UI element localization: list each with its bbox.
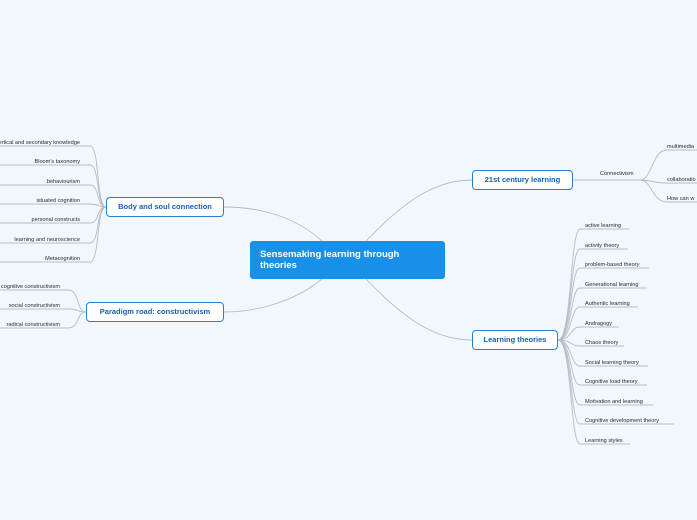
subtopic-label: Connectivism (600, 171, 634, 177)
subtopic-learning-theory-2[interactable]: problem-based theory (585, 261, 639, 269)
subtopic-constructivism-1[interactable]: social constructivism (9, 302, 60, 310)
subtopic-connectivism[interactable]: Connectivism (600, 170, 634, 178)
link-learning-theory-5 (557, 326, 581, 341)
link-paradigm-2 (67, 311, 87, 329)
subtopic-label: Metacognition (45, 256, 80, 262)
topic-paradigm-road[interactable]: Paradigm road: constructivism (86, 302, 224, 322)
subtopic-label: situated cognition (36, 198, 80, 204)
subtopic-label: Motivation and learning (585, 399, 643, 405)
link-learning-theory-1 (557, 248, 581, 341)
subtopic-learning-theory-7[interactable]: Social learning theory (585, 359, 639, 367)
subtopic-connectivism-2[interactable]: How can w (667, 195, 694, 203)
subtopic-learning-theory-0[interactable]: active learning (585, 222, 621, 230)
subtopic-learning-theory-10[interactable]: Cognitive development theory (585, 417, 659, 425)
subtopic-label: Cognitive development theory (585, 418, 660, 424)
subtopic-label: active learning (585, 223, 622, 229)
link-learning-theory-10 (557, 339, 581, 425)
subtopic-label: collaboratio (667, 177, 696, 183)
subtopic-body-soul-6[interactable]: Metacognition (45, 255, 80, 263)
subtopic-body-soul-1[interactable]: Bloom's taxonomy (34, 158, 80, 166)
subtopic-learning-theory-3[interactable]: Generational learning (585, 281, 639, 289)
subtopic-label: Social learning theory (585, 360, 639, 366)
subtopic-constructivism-2[interactable]: radical constructivism (7, 321, 60, 329)
subtopic-connectivism-1[interactable]: collaboratio (667, 176, 696, 184)
topic-body-soul-connection[interactable]: Body and soul connection (106, 197, 224, 217)
subtopic-connectivism-0[interactable]: multimedia (667, 143, 694, 151)
link-learning-theory-0 (557, 228, 581, 341)
link-body-soul-0 (89, 145, 107, 208)
topic-learning-theories[interactable]: Learning theories (472, 330, 558, 350)
link-body-soul-6 (89, 206, 107, 263)
subtopic-learning-theory-9[interactable]: Motivation and learning (585, 398, 643, 406)
subtopic-constructivism-0[interactable]: cognitive constructivism (1, 283, 60, 291)
subtopic-body-soul-3[interactable]: situated cognition (36, 197, 80, 205)
central-topic-label: Sensemaking learning through theories (260, 249, 400, 271)
subtopic-label: multimedia (667, 144, 695, 150)
subtopic-learning-theory-6[interactable]: Chaos theory (585, 339, 618, 347)
link-root-learning (365, 278, 473, 341)
subtopic-body-soul-4[interactable]: personal constructs (31, 216, 80, 224)
link-paradigm-1 (67, 308, 87, 313)
subtopic-body-soul-2[interactable]: behaviourism (47, 178, 80, 186)
topic-label: Body and soul connection (118, 202, 212, 211)
subtopic-label: personal constructs (31, 217, 80, 223)
link-learning-theory-3 (557, 287, 581, 341)
subtopic-label: Andragogy (585, 321, 613, 327)
central-topic[interactable]: Sensemaking learning through theories (250, 241, 445, 279)
topic-label: Learning theories (483, 335, 547, 344)
link-body-soul-4 (89, 206, 107, 224)
subtopic-label: cognitive constructivism (0, 284, 60, 290)
subtopic-label: activity theory (585, 243, 620, 249)
link-root-21st (365, 179, 473, 242)
subtopic-label: How can w (667, 196, 695, 202)
subtopic-body-soul-0[interactable]: Tertical and secondary knowledge (0, 139, 80, 147)
subtopic-label: Bloom's taxonomy (34, 159, 80, 165)
link-paradigm-0 (67, 289, 87, 313)
subtopic-label: Tertical and secondary knowledge (0, 140, 80, 146)
subtopic-label: Learning styles (585, 438, 623, 444)
subtopic-learning-theory-8[interactable]: Cognitive load theory (585, 378, 638, 386)
subtopic-learning-theory-5[interactable]: Andragogy (585, 320, 612, 328)
subtopic-label: behaviourism (46, 179, 80, 185)
link-root-paradigm (223, 278, 323, 313)
subtopic-body-soul-5[interactable]: learning and neuroscience (14, 236, 80, 244)
subtopic-learning-theory-11[interactable]: Learning styles (585, 437, 623, 445)
link-body-soul-1 (89, 164, 107, 208)
topic-label: 21st century learning (484, 175, 561, 184)
subtopic-label: social constructivism (8, 303, 60, 309)
link-connectivism-0 (639, 149, 668, 181)
link-learning-theory-4 (557, 306, 581, 341)
subtopic-label: Authentic learning (585, 301, 630, 307)
topic-label: Paradigm road: constructivism (99, 307, 211, 316)
subtopic-label: learning and neuroscience (14, 237, 80, 243)
link-root-body-soul (223, 206, 323, 242)
topic-21st-century-learning[interactable]: 21st century learning (472, 170, 573, 190)
subtopic-learning-theory-4[interactable]: Authentic learning (585, 300, 630, 308)
subtopic-label: Chaos theory (585, 340, 619, 346)
subtopic-label: problem-based theory (585, 262, 640, 268)
link-learning-theory-11 (557, 339, 581, 445)
link-body-soul-2 (89, 184, 107, 208)
link-connectivism-2 (639, 179, 668, 203)
subtopic-label: Cognitive load theory (585, 379, 638, 385)
subtopic-label: radical constructivism (6, 322, 60, 328)
subtopic-learning-theory-1[interactable]: activity theory (585, 242, 619, 250)
subtopic-label: Generational learning (585, 282, 639, 288)
